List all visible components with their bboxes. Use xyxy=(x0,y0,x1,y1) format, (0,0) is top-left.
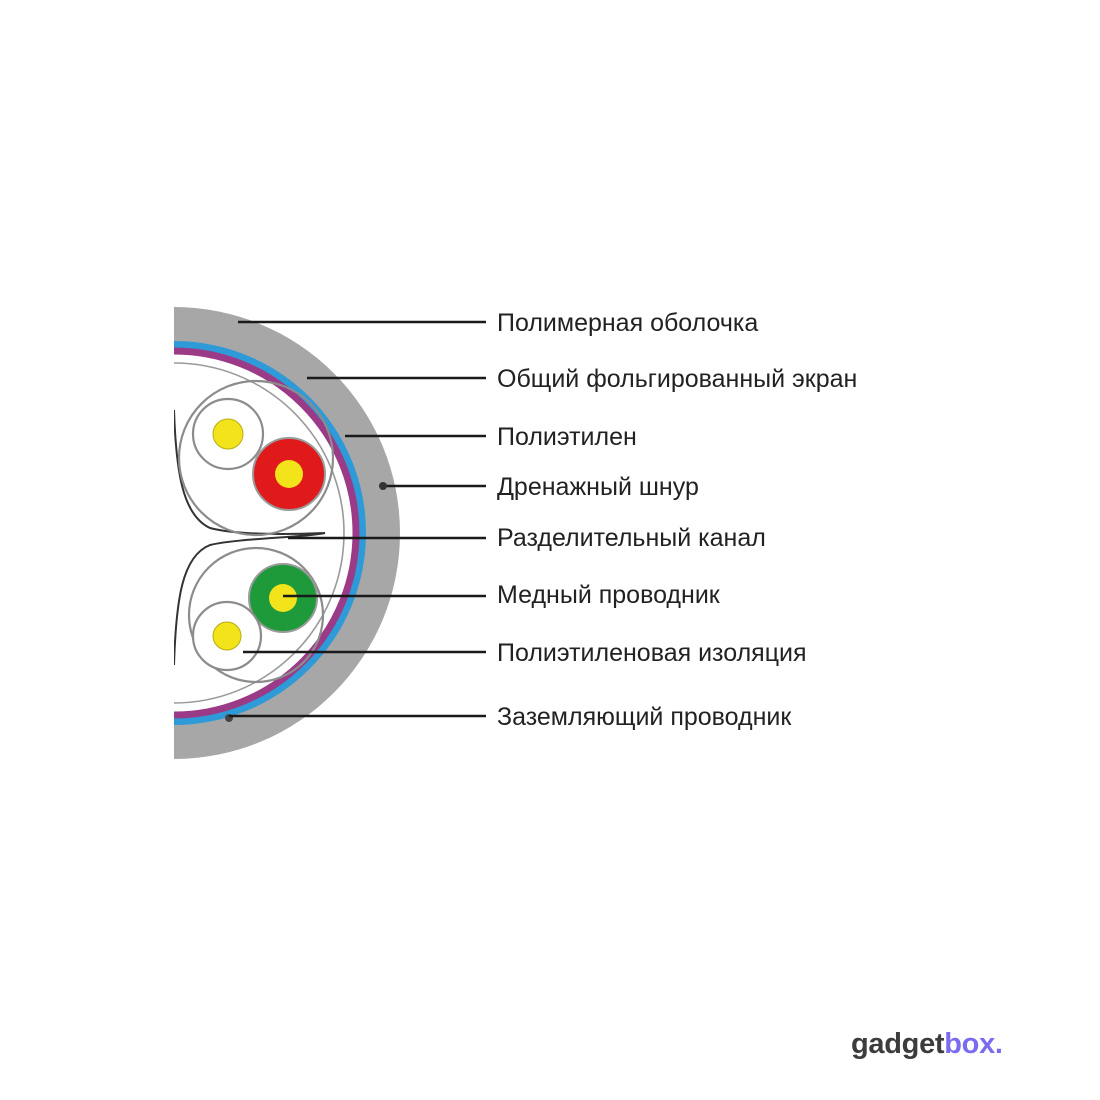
upper-white-core xyxy=(212,418,244,450)
lower-white-core xyxy=(212,621,242,651)
logo-part-box: box. xyxy=(944,1028,1003,1060)
label-separator-channel: Разделительный канал xyxy=(497,524,766,552)
label-polyethylene: Полиэтилен xyxy=(497,423,637,451)
green-core xyxy=(269,584,297,612)
label-ground-conductor: Заземляющий проводник xyxy=(497,703,792,731)
label-drain-wire: Дренажный шнур xyxy=(497,473,699,501)
drain-wire-dot xyxy=(379,482,387,490)
gadgetbox-logo: gadgetbox. xyxy=(851,1028,1003,1061)
label-pe-insulation: Полиэтиленовая изоляция xyxy=(497,639,807,667)
cable-half-section xyxy=(174,307,400,759)
upper-pair-outline xyxy=(177,379,335,537)
labels: Полимерная оболочка Общий фольгированный… xyxy=(497,309,857,731)
logo-part-gadget: gadget xyxy=(851,1028,945,1060)
label-foil-screen: Общий фольгированный экран xyxy=(497,365,857,393)
separator-channel xyxy=(174,409,326,666)
red-core xyxy=(275,460,303,488)
leader-lines xyxy=(229,320,486,718)
label-polymer-jacket: Полимерная оболочка xyxy=(497,309,758,337)
lower-pair-outline xyxy=(187,546,325,684)
label-copper-conductor: Медный проводник xyxy=(497,581,721,609)
